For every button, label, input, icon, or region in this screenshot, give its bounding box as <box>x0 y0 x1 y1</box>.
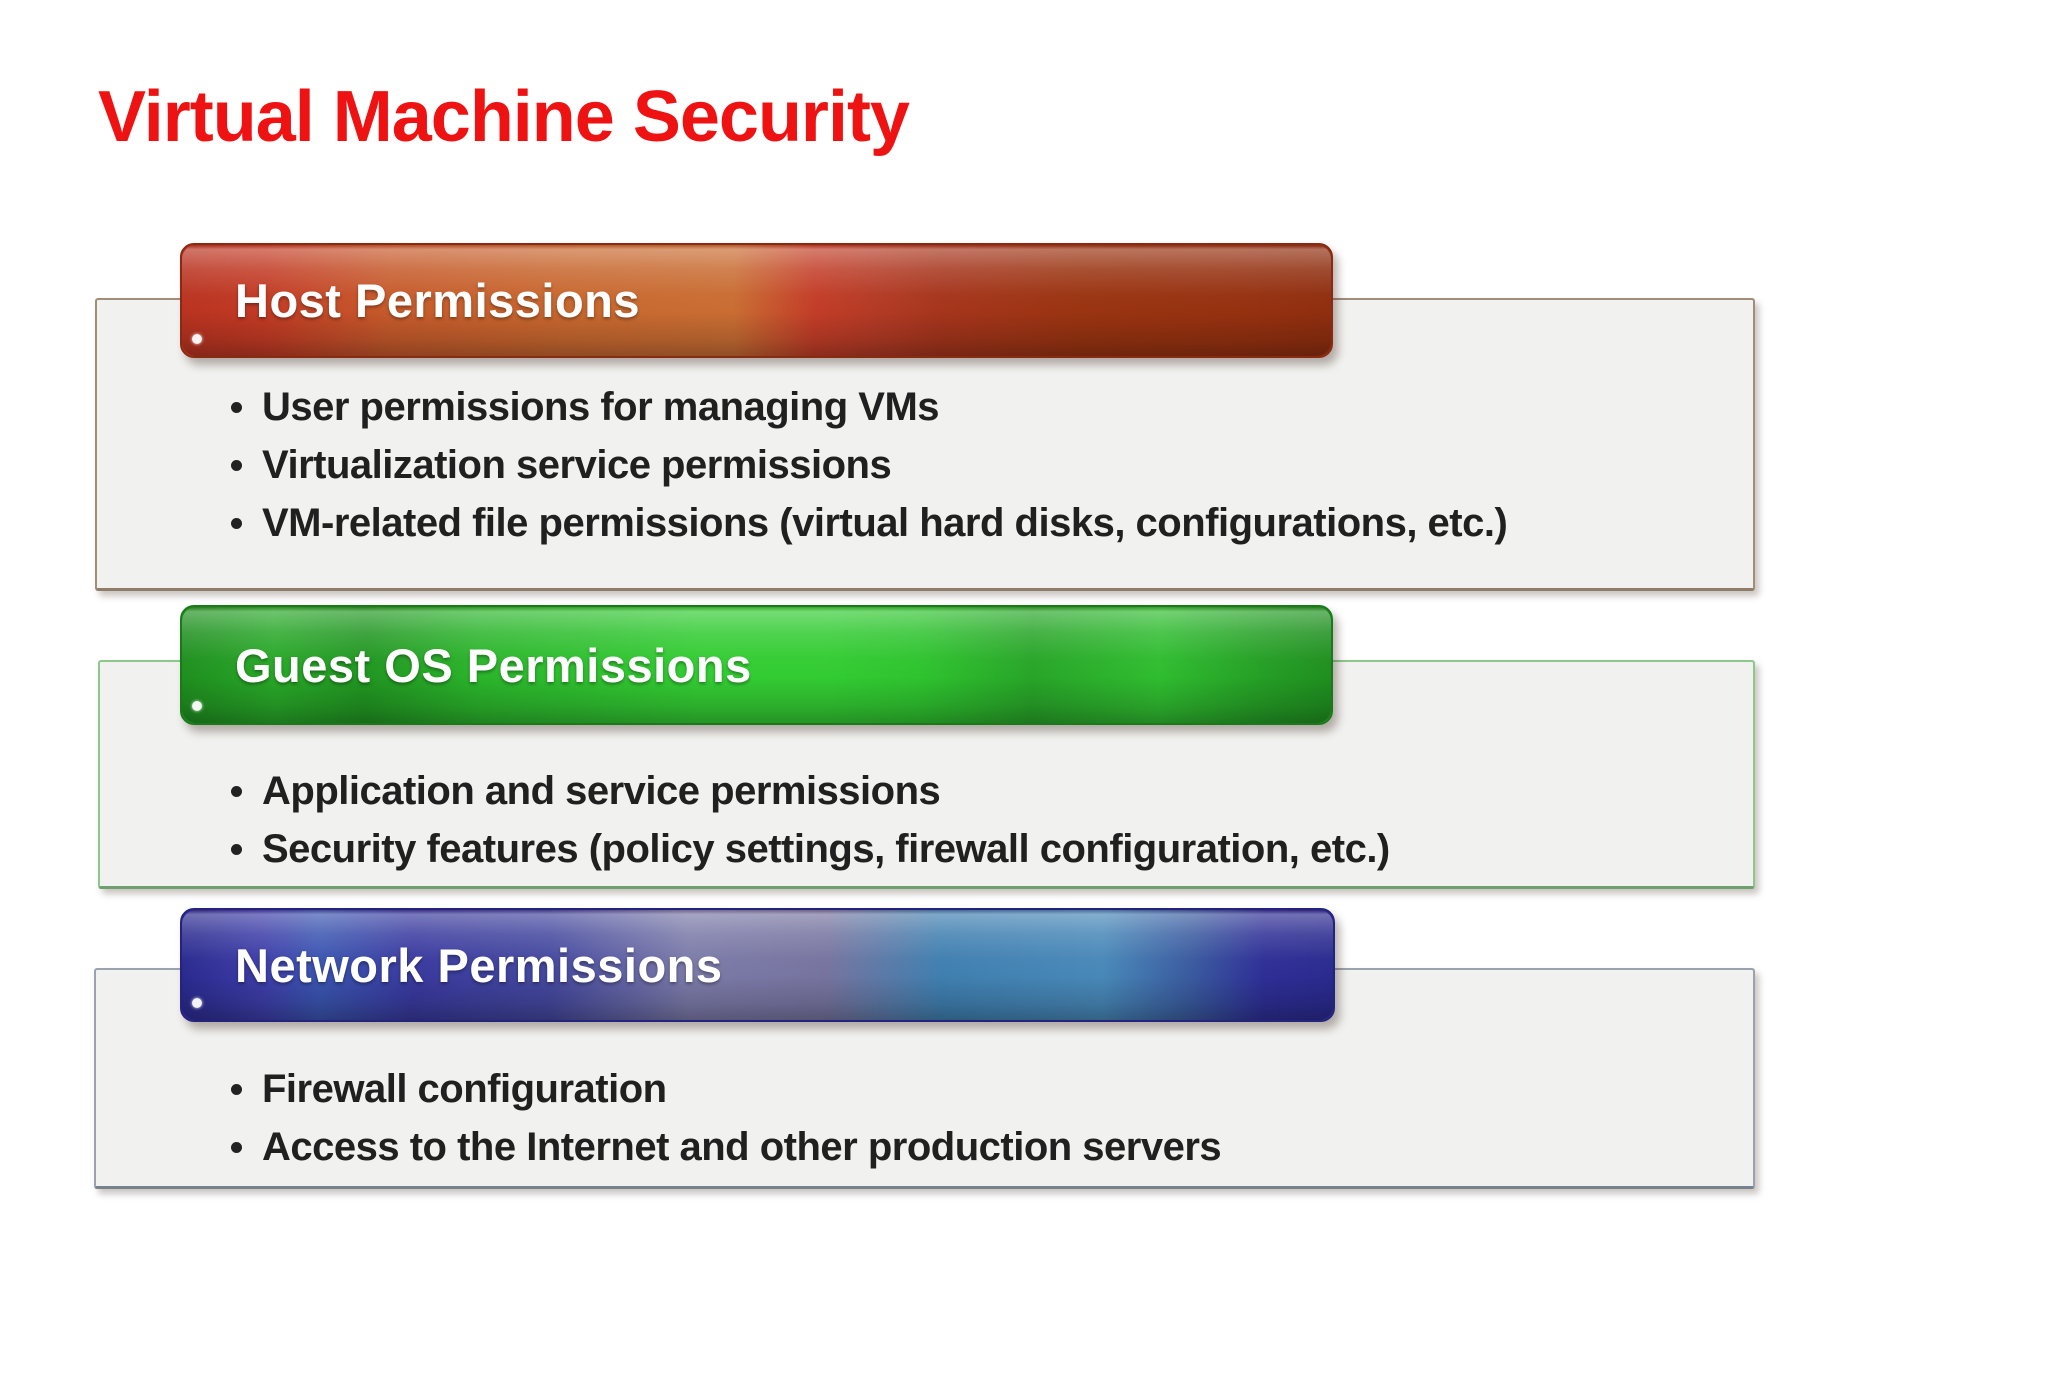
bullet-item: VM-related file permissions (virtual har… <box>230 494 1508 552</box>
bullet-item: Application and service permissions <box>231 762 1390 820</box>
network-permissions-bullet-list: Firewall configuration Access to the Int… <box>230 1060 1222 1176</box>
host-permissions-banner: Host Permissions <box>180 243 1333 358</box>
banner-gloss-dot <box>192 334 202 344</box>
guest-os-permissions-bullet-list: Application and service permissions Secu… <box>231 762 1390 878</box>
host-permissions-header: Host Permissions <box>235 274 641 327</box>
banner-gloss-dot <box>192 701 202 711</box>
guest-os-permissions-banner: Guest OS Permissions <box>180 605 1333 725</box>
network-permissions-banner: Network Permissions <box>180 908 1335 1022</box>
network-permissions-header: Network Permissions <box>235 938 723 992</box>
guest-os-permissions-header: Guest OS Permissions <box>235 638 752 692</box>
bullet-item: User permissions for managing VMs <box>230 378 1507 436</box>
bullet-item: Firewall configuration <box>230 1060 1221 1118</box>
bullet-item: Access to the Internet and other product… <box>230 1118 1222 1176</box>
section-host-permissions: Host Permissions User permissions for ma… <box>0 243 2048 591</box>
section-network-permissions: Network Permissions Firewall configurati… <box>0 908 2048 1189</box>
bullet-item: Security features (policy settings, fire… <box>231 820 1390 878</box>
bullet-item: Virtualization service permissions <box>230 436 1507 494</box>
section-guest-os-permissions: Guest OS Permissions Application and ser… <box>0 605 2048 889</box>
host-permissions-bullet-list: User permissions for managing VMs Virtua… <box>230 378 1508 552</box>
slide-title: Virtual Machine Security <box>98 77 910 157</box>
banner-gloss-dot <box>192 998 202 1008</box>
